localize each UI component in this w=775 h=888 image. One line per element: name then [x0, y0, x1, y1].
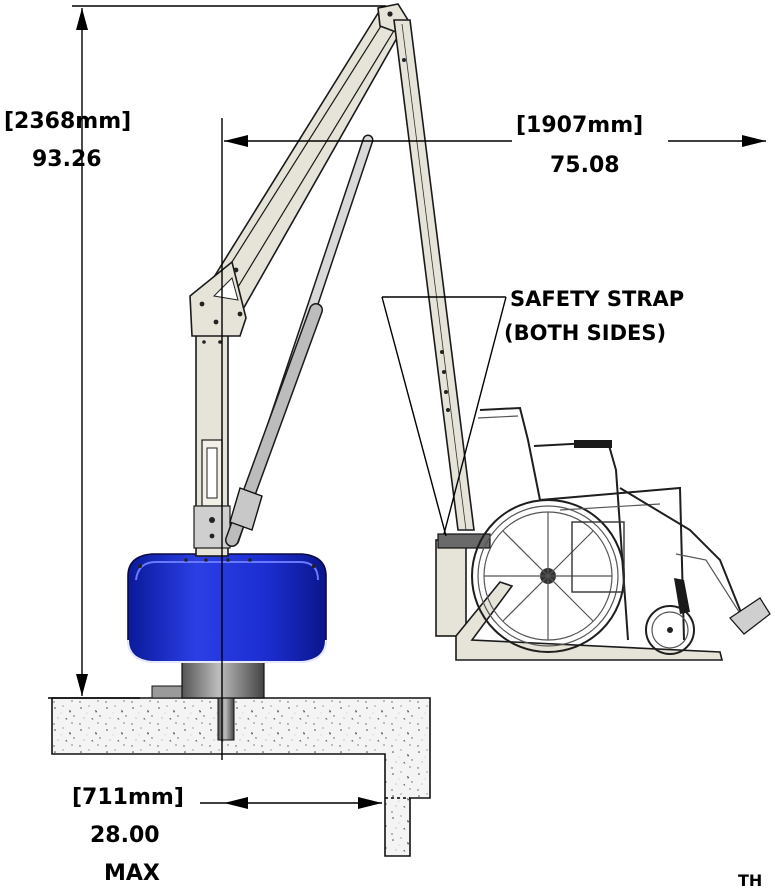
- actuator: [225, 134, 374, 547]
- mast: [193, 331, 231, 557]
- footer-fragment: TH: [738, 871, 762, 888]
- safety-strap-callout: SAFETY STRAP (BOTH SIDES): [381, 287, 684, 537]
- setback-dimension-imperial: 28.00: [90, 823, 160, 848]
- concrete-deck: [51, 697, 431, 857]
- callout-line-1: SAFETY STRAP: [510, 287, 684, 311]
- setback-dimension-metric: [711mm]: [72, 785, 184, 810]
- reach-dimension: [1907mm] 75.08: [221, 113, 766, 760]
- wheelchair: [471, 406, 771, 655]
- boom-arm: [189, 3, 410, 337]
- setback-dimension: [711mm] 28.00 MAX: [72, 785, 382, 886]
- seat-frame: [435, 533, 724, 661]
- callout-line-2: (BOTH SIDES): [504, 321, 666, 345]
- height-dimension: [2368mm] 93.26: [4, 5, 386, 699]
- setback-dimension-qualifier: MAX: [104, 861, 160, 886]
- base-housing: [127, 553, 327, 663]
- reach-dimension-metric: [1907mm]: [516, 113, 643, 138]
- base-collar: [181, 659, 265, 699]
- height-dimension-metric: [2368mm]: [4, 109, 131, 134]
- drop-arm: [393, 19, 475, 531]
- height-dimension-imperial: 93.26: [32, 147, 102, 172]
- reach-dimension-imperial: 75.08: [550, 153, 620, 178]
